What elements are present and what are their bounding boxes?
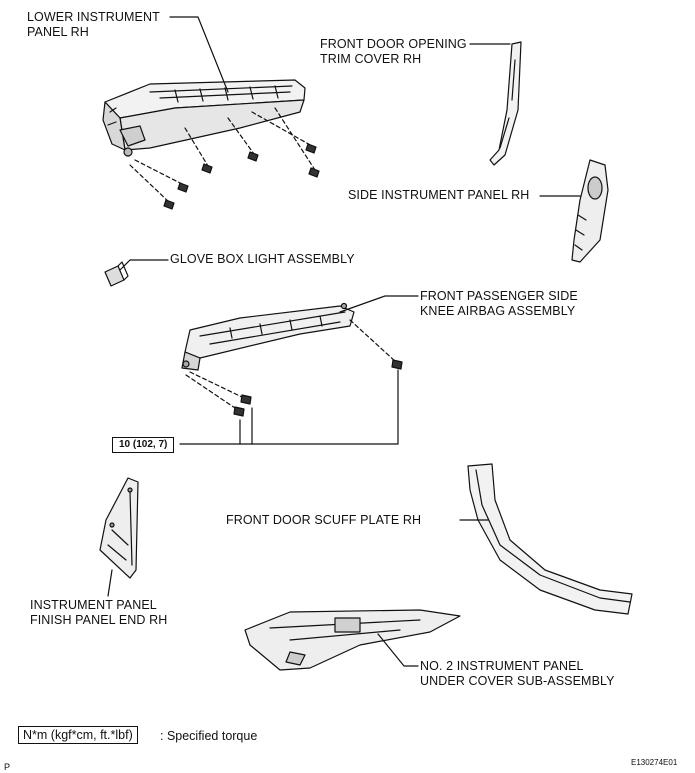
label-finish-panel-end: INSTRUMENT PANEL FINISH PANEL END RH — [30, 598, 168, 627]
torque-spec-box: 10 (102, 7) — [112, 437, 175, 453]
finish-panel-end-part — [99, 477, 139, 579]
leader-glove-box-light — [119, 259, 169, 271]
lower-instrument-panel-part — [102, 79, 306, 157]
label-lower-instrument-panel: LOWER INSTRUMENT PANEL RH — [27, 10, 160, 39]
screws-lower — [163, 143, 320, 210]
under-cover-part — [244, 609, 461, 671]
knee-airbag-part — [181, 302, 355, 371]
label-under-cover: NO. 2 INSTRUMENT PANEL UNDER COVER SUB-A… — [420, 659, 615, 688]
screw-lines-airbag — [185, 319, 397, 411]
screw-lines-lower — [129, 107, 316, 204]
label-knee-airbag: FRONT PASSENGER SIDE KNEE AIRBAG ASSEMBL… — [420, 289, 578, 318]
side-instrument-panel-part — [571, 159, 609, 263]
label-glove-box-light: GLOVE BOX LIGHT ASSEMBLY — [170, 252, 355, 266]
leader-knee-airbag — [339, 295, 419, 313]
legend-torque-units: N*m (kgf*cm, ft.*lbf) — [18, 726, 138, 744]
leader-finish-panel — [107, 569, 113, 597]
corner-marker: P — [4, 762, 11, 772]
label-side-instrument-panel: SIDE INSTRUMENT PANEL RH — [348, 188, 530, 202]
screws-airbag — [233, 359, 403, 417]
leader-lower-instrument-panel — [169, 16, 229, 93]
label-scuff-plate: FRONT DOOR SCUFF PLATE RH — [226, 513, 422, 527]
legend-description: : Specified torque — [160, 729, 258, 743]
leader-under-cover — [377, 633, 419, 667]
door-opening-trim-part — [489, 41, 522, 166]
glove-box-light-part — [104, 261, 129, 287]
figure-id: E130274E01 — [631, 758, 678, 767]
scuff-plate-part — [467, 463, 633, 615]
label-door-opening-trim: FRONT DOOR OPENING TRIM COVER RH — [320, 37, 467, 66]
torque-leaders — [179, 369, 399, 445]
